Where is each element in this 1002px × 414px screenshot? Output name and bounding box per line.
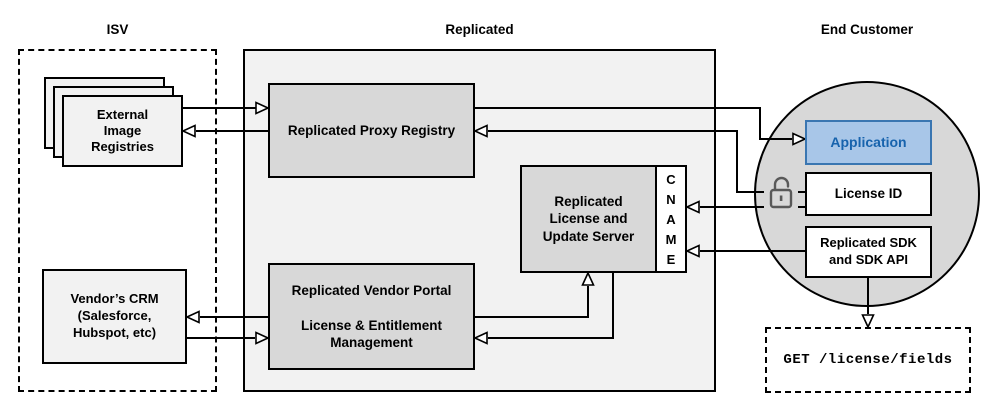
vendors-crm: Vendor’s CRM (Salesforce, Hubspot, etc): [42, 269, 187, 364]
license-id-box: License ID: [805, 172, 932, 216]
end-customer-section-label: End Customer: [820, 22, 914, 37]
cname-letter: E: [666, 251, 676, 267]
replicated-vendor-portal: Replicated Vendor Portal License & Entit…: [268, 263, 475, 370]
cname-letter: M: [665, 231, 677, 247]
cname-letter: A: [666, 211, 676, 227]
get-license-fields-box: GET /license/fields: [765, 327, 971, 393]
arrowhead-down-into-get: [861, 314, 875, 329]
cname-letter: N: [666, 191, 676, 207]
external-image-registries: External Image Registries: [62, 95, 183, 167]
replicated-license-update-server: Replicated License and Update Server C N…: [520, 165, 687, 273]
isv-section-label: ISV: [106, 22, 129, 37]
application-box: Application: [805, 120, 932, 165]
replicated-section-label: Replicated: [445, 22, 514, 37]
license-update-server-label: Replicated License and Update Server: [522, 167, 655, 271]
cname-letter: C: [666, 171, 676, 187]
cname-strip: C N A M E: [655, 167, 685, 271]
replicated-sdk-box: Replicated SDK and SDK API: [805, 226, 932, 278]
replicated-proxy-registry: Replicated Proxy Registry: [268, 83, 475, 178]
